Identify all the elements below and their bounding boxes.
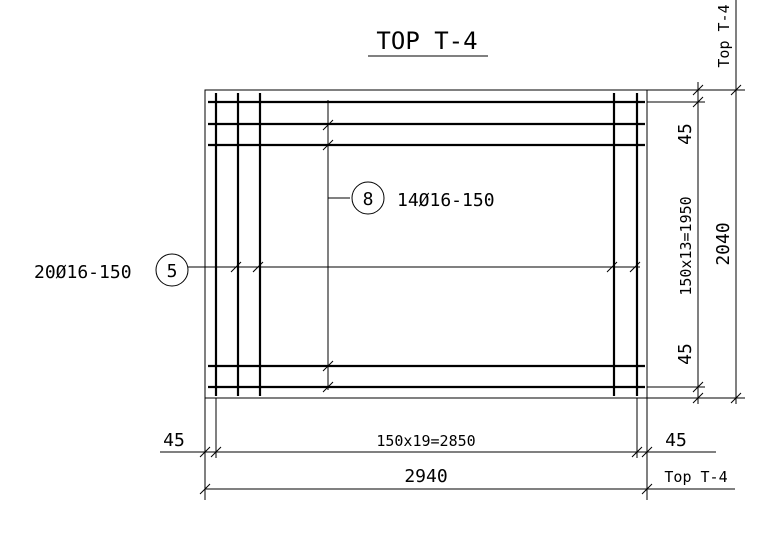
callout-bar-5: 5 20Ø16-150 [34,253,189,287]
dimension-label: 45 [675,343,696,365]
dimension-label: 45 [675,123,696,145]
dimension-label: 2940 [404,466,447,487]
dimension-label: 150x13=1950 [677,196,695,295]
distribution-line-bar-5 [188,261,641,273]
right-dimensions: 45 150x13=1950 45 2040 Top T-4 [647,0,745,404]
dimension-label: 45 [665,430,687,451]
callout-marker-circle [351,181,385,215]
dimension-label: 150x19=2850 [376,432,475,450]
callout-bar-spec: 14Ø16-150 [397,190,495,211]
callout-bar-8: 8 14Ø16-150 [351,181,495,215]
vertical-rebars [214,93,639,396]
foundation-outline [204,89,648,399]
callout-marker-number: 5 [167,261,178,282]
dimension-label: 2040 [713,222,734,265]
dimension-label: 45 [163,430,185,451]
callout-marker-circle [155,253,189,287]
bottom-dimensions: 45 150x19=2850 45 2940 Top T-4 [160,398,735,500]
callout-bar-spec: 20Ø16-150 [34,262,132,283]
section-reference-label: Top T-4 [715,4,733,67]
horizontal-rebars [208,100,645,389]
drawing-title: TOP T-4 [376,27,477,55]
distribution-line-bar-8 [322,100,350,393]
callout-marker-number: 8 [363,189,374,210]
section-reference-label: Top T-4 [664,468,727,486]
